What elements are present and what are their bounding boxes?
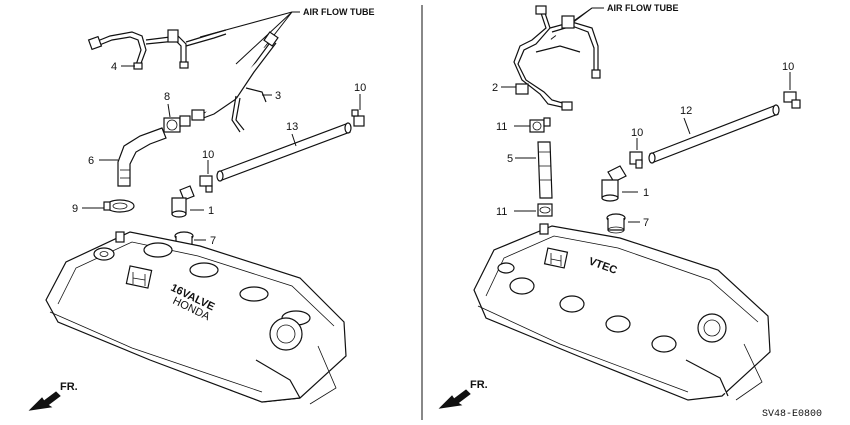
valve-cover-16valve: 16VALVE HONDA — [45, 231, 347, 405]
part-3-air-tube — [191, 31, 279, 133]
label-13: 13 — [286, 121, 298, 133]
label-12: 12 — [680, 105, 692, 117]
part-1-pcv-valve-right — [601, 165, 627, 202]
label-9: 9 — [72, 203, 78, 215]
valve-cover-vtec: VTEC — [473, 223, 771, 401]
part-11-clamp-upper — [529, 117, 551, 133]
part-13-hose — [216, 122, 352, 182]
part-2-breather-tube — [513, 5, 601, 111]
right-panel: AIR FLOW TUBE 2 10 — [438, 3, 822, 420]
label-10-mid: 10 — [631, 127, 643, 139]
label-7-right: 7 — [643, 217, 649, 229]
front-marker-right: FR. — [470, 379, 488, 391]
label-10-lower: 10 — [202, 149, 214, 161]
part-8-clamp — [163, 115, 191, 133]
part-6-elbow-hose — [117, 127, 167, 187]
label-10-upper-right: 10 — [782, 61, 794, 73]
part-7-grommet-right — [606, 213, 626, 234]
part-12-hose — [648, 104, 780, 164]
left-panel: AIR FLOW TUBE 4 — [28, 7, 375, 411]
front-arrow-icon — [28, 391, 61, 411]
label-10-upper: 10 — [354, 82, 366, 94]
part-10-clip-upper — [351, 109, 365, 127]
part-10-clip-lower — [199, 175, 213, 193]
label-3: 3 — [275, 90, 281, 102]
left-callout-text: AIR FLOW TUBE — [303, 7, 375, 17]
right-callout-text: AIR FLOW TUBE — [607, 3, 679, 13]
label-1: 1 — [208, 205, 214, 217]
honda-h-logo-icon — [125, 265, 153, 289]
honda-h-logo-icon-right — [543, 247, 569, 269]
label-8: 8 — [164, 91, 170, 103]
label-5: 5 — [507, 153, 513, 165]
label-4: 4 — [111, 61, 117, 73]
label-11-lower: 11 — [496, 206, 507, 218]
label-2: 2 — [492, 82, 498, 94]
part-4-breather-tube — [87, 29, 227, 70]
label-1-right: 1 — [643, 187, 649, 199]
label-7: 7 — [210, 235, 216, 247]
part-10-clip-mid — [629, 151, 643, 169]
label-6: 6 — [88, 155, 94, 167]
part-10-clip-upper-right — [783, 91, 801, 109]
part-5-hose — [537, 141, 553, 199]
diagram-code: SV48-E0800 — [762, 409, 822, 420]
label-11-upper: 11 — [496, 121, 507, 133]
front-marker-left: FR. — [60, 381, 78, 393]
part-1-pcv-valve — [171, 185, 195, 218]
part-9-clamp — [103, 199, 135, 213]
front-arrow-icon-right — [438, 389, 471, 409]
part-11-clamp-lower — [537, 203, 553, 217]
